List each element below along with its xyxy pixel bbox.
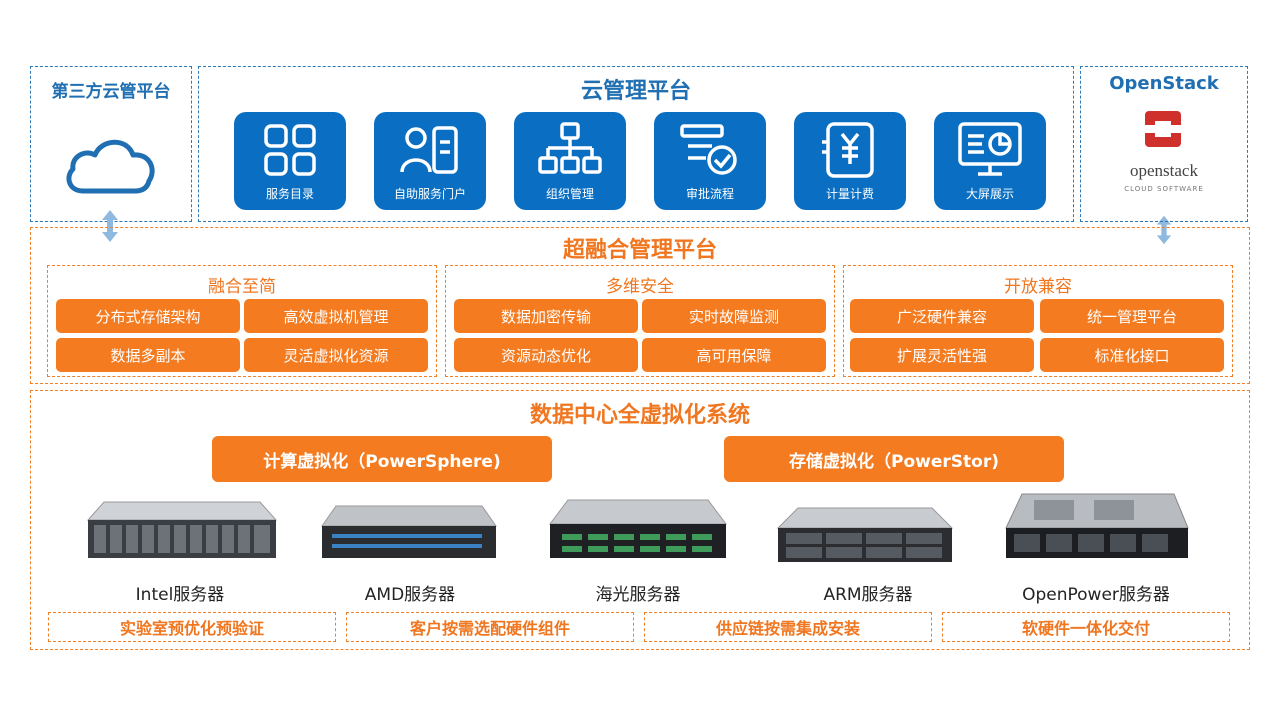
feature-box: 实验室预优化预验证 [48,612,336,642]
hci-group-security: 多维安全 [445,265,835,377]
group-title: 多维安全 [606,277,674,297]
tile-label: 计量计费 [825,187,874,201]
hci-title: 超融合管理平台 [562,238,717,263]
pill-item: 高可用保障 [642,338,826,372]
tile-billing[interactable]: 计量计费 [794,112,906,210]
feature-box: 软硬件一体化交付 [942,612,1230,642]
tile-org-management[interactable]: 组织管理 [514,112,626,210]
hygon-server-icon [549,499,727,558]
group-title: 融合至简 [208,277,276,297]
tile-service-catalog[interactable]: 服务目录 [234,112,346,210]
cloud-platform-box: 云管理平台 [198,66,1074,222]
tile-label: 审批流程 [685,187,734,201]
cloud-icon [66,139,155,194]
openstack-logo-sub: CLOUD SOFTWARE [1124,185,1204,193]
openstack-box: OpenStack openstack CLOUD SOFTWARE [1080,66,1248,222]
right-double-arrow-icon [1156,215,1172,245]
tile-approval-flow[interactable]: 审批流程 [654,112,766,210]
openstack-title: OpenStack [1109,73,1219,94]
amd-server-icon [321,505,497,558]
left-double-arrow-icon [102,210,118,242]
tile-self-service-portal[interactable]: 自助服务门户 [374,112,486,210]
dc-title: 数据中心全虚拟化系统 [529,403,750,428]
third-party-box: 第三方云管平台 [30,66,192,222]
org-chart-icon [538,122,602,174]
arm-server-icon [776,507,954,562]
feature-box: 供应链按需集成安装 [644,612,932,642]
server-label-intel: Intel服务器 [135,585,225,605]
cloud-platform-title: 云管理平台 [580,79,691,104]
billing-icon [822,122,874,178]
pill-item: 分布式存储架构 [56,299,240,333]
grid-icon [264,124,316,176]
feature-box: 客户按需选配硬件组件 [346,612,634,642]
tile-label: 自助服务门户 [393,187,466,201]
approval-icon [680,124,737,175]
hci-group-simple: 融合至简 [47,265,437,377]
openpower-server-icon [1005,493,1189,558]
pill-item: 统一管理平台 [1040,299,1224,333]
dashboard-icon [958,122,1022,176]
hci-group-open: 开放兼容 [843,265,1233,377]
openstack-logo-icon [1145,111,1181,147]
dc-box: 数据中心全虚拟化系统 [30,390,1250,650]
user-portal-icon [400,126,458,174]
server-label-openpower: OpenPower服务器 [1022,585,1170,605]
pill-item: 扩展灵活性强 [850,338,1034,372]
tile-label: 大屏展示 [965,187,1014,201]
pill-item: 资源动态优化 [454,338,638,372]
pill-item: 数据加密传输 [454,299,638,333]
compute-virtualization-button: 计算虚拟化（PowerSphere) [212,436,552,482]
pill-item: 高效虚拟机管理 [244,299,428,333]
pill-item: 广泛硬件兼容 [850,299,1034,333]
tile-label: 组织管理 [545,187,594,201]
group-title: 开放兼容 [1004,277,1072,297]
hci-box: 超融合管理平台 [30,227,1250,384]
pill-item: 灵活虚拟化资源 [244,338,428,372]
tile-big-screen[interactable]: 大屏展示 [934,112,1046,210]
pill-item: 数据多副本 [56,338,240,372]
pill-item: 标准化接口 [1040,338,1224,372]
server-label-arm: ARM服务器 [823,585,913,605]
storage-virtualization-button: 存储虚拟化（PowerStor) [724,436,1064,482]
intel-server-icon [86,501,278,558]
tile-label: 服务目录 [265,187,314,201]
third-party-title: 第三方云管平台 [51,82,171,102]
server-label-hygon: 海光服务器 [595,585,681,605]
openstack-logo-text: openstack [1130,161,1198,180]
server-label-amd: AMD服务器 [364,585,456,605]
pill-item: 实时故障监测 [642,299,826,333]
